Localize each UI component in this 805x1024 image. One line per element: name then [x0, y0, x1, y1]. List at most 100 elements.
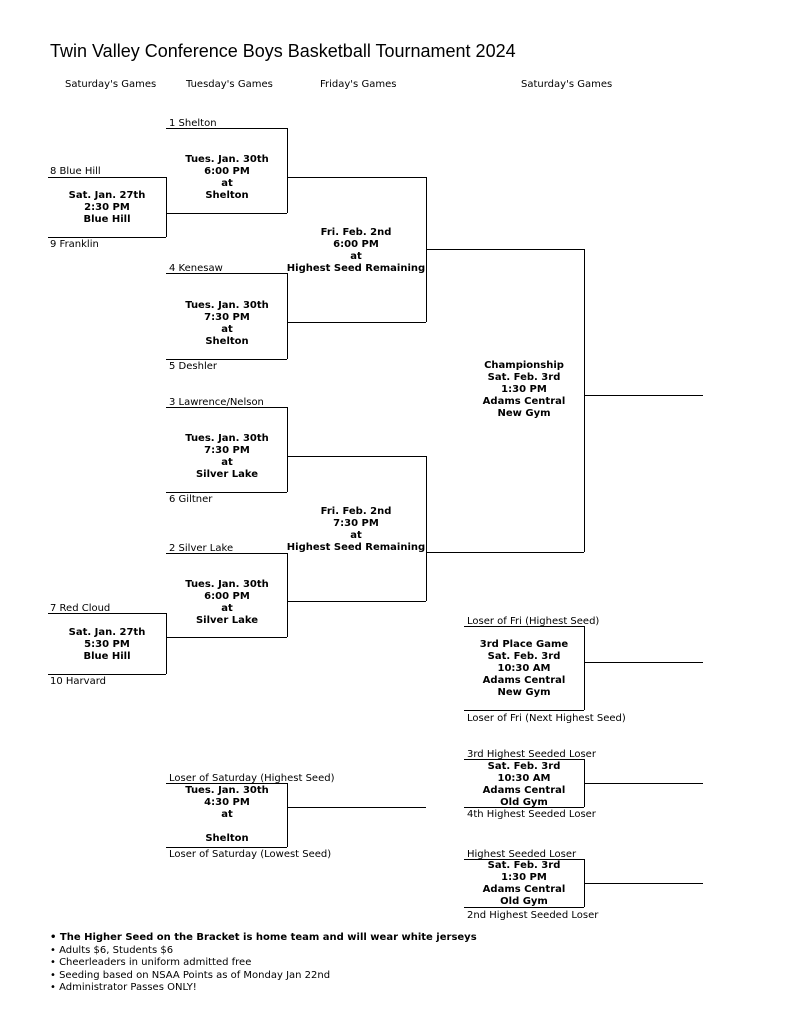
game-at: at — [221, 178, 233, 189]
team-slot-deshler: 5 Deshler — [169, 361, 217, 372]
bracket-line — [584, 662, 703, 663]
game-at: at — [221, 603, 233, 614]
game-venue: Silver Lake — [195, 615, 259, 626]
game-tue-2-info: Tues. Jan. 30th 7:30 PM at Shelton — [167, 300, 287, 348]
game-venue: Shelton — [205, 336, 249, 347]
team-slot-harvard: 10 Harvard — [50, 676, 106, 687]
game-time: 4:30 PM — [204, 797, 250, 808]
game-at: at — [221, 324, 233, 335]
bracket-line — [48, 177, 166, 178]
bracket-line — [166, 128, 287, 129]
game-consolation-2-info: Sat. Feb. 3rd 1:30 PM Adams Central Old … — [464, 860, 584, 908]
bracket-line — [166, 492, 287, 493]
bracket-line — [287, 322, 426, 323]
bracket-line — [166, 213, 287, 214]
bracket-line — [464, 807, 584, 808]
team-slot-fourth-seeded-loser: 4th Highest Seeded Loser — [467, 809, 596, 820]
team-slot-giltner: 6 Giltner — [169, 494, 213, 505]
team-slot-lawrence-nelson: 3 Lawrence/Nelson — [169, 397, 264, 408]
team-slot-highest-seeded-loser: Highest Seeded Loser — [467, 849, 577, 860]
bracket-line — [166, 407, 287, 408]
team-slot-shelton: 1 Shelton — [169, 118, 217, 129]
game-venue: Highest Seed Remaining — [286, 263, 426, 274]
game-time: 10:30 AM — [497, 773, 551, 784]
team-slot-loser-saturday-lowest: Loser of Saturday (Lowest Seed) — [169, 849, 332, 860]
game-sat-2-info: Sat. Jan. 27th 5:30 PM Blue Hill — [48, 627, 166, 663]
game-venue: Shelton — [205, 190, 249, 201]
game-spacer — [167, 821, 287, 833]
game-date: Tues. Jan. 30th — [185, 154, 269, 165]
bracket-line — [166, 273, 287, 274]
game-title: Championship — [484, 360, 564, 371]
bracket-line — [426, 249, 584, 250]
game-tue-4-info: Tues. Jan. 30th 6:00 PM at Silver Lake — [167, 579, 287, 627]
game-venue: Adams Central — [482, 884, 566, 895]
bracket-line — [287, 128, 288, 213]
game-time: 1:30 PM — [501, 872, 547, 883]
game-at: at — [350, 530, 362, 541]
bracket-line — [464, 626, 584, 627]
game-title: 3rd Place Game — [479, 639, 569, 650]
game-time: 2:30 PM — [84, 202, 130, 213]
game-gym: New Gym — [497, 687, 551, 698]
game-date: Tues. Jan. 30th — [185, 579, 269, 590]
game-time: 1:30 PM — [501, 384, 547, 395]
bracket-line — [287, 177, 426, 178]
game-time: 7:30 PM — [333, 518, 379, 529]
bracket-line — [287, 273, 288, 359]
game-date: Sat. Jan. 27th — [68, 627, 146, 638]
game-tue-1-info: Tues. Jan. 30th 6:00 PM at Shelton — [167, 154, 287, 202]
game-at: at — [221, 457, 233, 468]
bracket-line — [584, 249, 585, 552]
game-time: 7:30 PM — [204, 312, 250, 323]
bracket-line — [584, 883, 703, 884]
note-home-team: • The Higher Seed on the Bracket is home… — [50, 932, 477, 943]
team-slot-kenesaw: 4 Kenesaw — [169, 263, 223, 274]
game-third-place-info: 3rd Place Game Sat. Feb. 3rd 10:30 AM Ad… — [464, 639, 584, 699]
game-venue: Adams Central — [482, 675, 566, 686]
bracket-line — [584, 626, 585, 710]
game-gym: New Gym — [497, 408, 551, 419]
bracket-line — [48, 674, 166, 675]
game-time: 10:30 AM — [497, 663, 551, 674]
game-time: 7:30 PM — [204, 445, 250, 456]
game-venue: Adams Central — [482, 785, 566, 796]
note-cheerleaders: • Cheerleaders in uniform admitted free — [50, 957, 252, 968]
game-venue: Blue Hill — [83, 651, 131, 662]
game-date: Sat. Feb. 3rd — [487, 372, 561, 383]
bracket-line — [464, 859, 584, 860]
game-fri-2-info: Fri. Feb. 2nd 7:30 PM at Highest Seed Re… — [286, 506, 426, 554]
team-slot-loser-saturday-highest: Loser of Saturday (Highest Seed) — [169, 773, 335, 784]
bracket-line — [166, 553, 287, 554]
game-date: Fri. Feb. 2nd — [320, 227, 392, 238]
game-time: 5:30 PM — [84, 639, 130, 650]
bracket-line — [166, 637, 287, 638]
team-slot-loser-friday-next: Loser of Fri (Next Highest Seed) — [467, 713, 626, 724]
game-date: Sat. Feb. 3rd — [487, 860, 561, 871]
notes-list: • The Higher Seed on the Bracket is home… — [50, 932, 477, 995]
game-venue: Shelton — [205, 833, 249, 844]
bracket-line — [166, 359, 287, 360]
game-championship-info: Championship Sat. Feb. 3rd 1:30 PM Adams… — [464, 360, 584, 420]
bracket-line — [464, 710, 584, 711]
team-slot-silver-lake: 2 Silver Lake — [169, 543, 234, 554]
game-venue: Highest Seed Remaining — [286, 542, 426, 553]
bracket-line — [584, 395, 703, 396]
game-time: 6:00 PM — [204, 591, 250, 602]
bracket-line — [426, 456, 427, 601]
game-venue: Silver Lake — [195, 469, 259, 480]
game-date: Tues. Jan. 30th — [185, 300, 269, 311]
note-seeding: • Seeding based on NSAA Points as of Mon… — [50, 969, 331, 981]
bracket-line — [287, 783, 288, 847]
bracket-line — [48, 237, 166, 238]
game-venue: Blue Hill — [83, 214, 131, 225]
column-header-friday: Friday's Games — [320, 79, 397, 90]
team-slot-third-seeded-loser: 3rd Highest Seeded Loser — [467, 749, 596, 760]
game-consolation-1-info: Sat. Feb. 3rd 10:30 AM Adams Central Old… — [464, 761, 584, 809]
team-slot-second-seeded-loser: 2nd Highest Seeded Loser — [467, 910, 599, 921]
game-at: at — [221, 809, 233, 820]
team-slot-franklin: 9 Franklin — [50, 239, 99, 250]
bracket-line — [287, 807, 426, 808]
bracket-line — [166, 847, 287, 848]
game-gym: Old Gym — [500, 797, 548, 808]
